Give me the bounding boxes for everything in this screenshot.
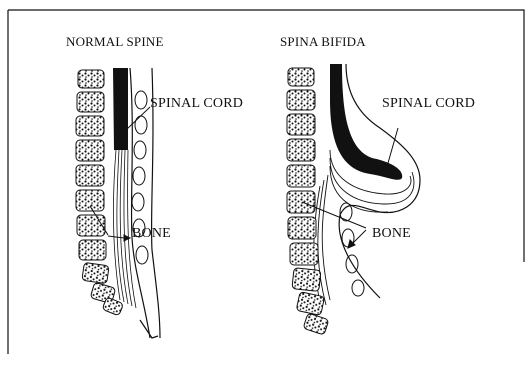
spina-bifida-title: SPINA BIFIDA bbox=[280, 34, 366, 50]
normal-spinal-cord-label: SPINAL CORD bbox=[150, 96, 243, 112]
normal-bone-label: BONE bbox=[132, 226, 171, 242]
normal-spine-title: NORMAL SPINE bbox=[66, 34, 164, 50]
bifida-vertebrae bbox=[287, 68, 329, 335]
normal-spine-illustration bbox=[76, 68, 160, 338]
bifida-spinal-cord bbox=[330, 64, 402, 180]
bifida-spinal-cord-label: SPINAL CORD bbox=[382, 96, 475, 112]
bifida-bone-label: BONE bbox=[372, 226, 411, 242]
normal-spinal-cord bbox=[113, 68, 128, 150]
bifida-posterior-arches bbox=[340, 203, 364, 296]
